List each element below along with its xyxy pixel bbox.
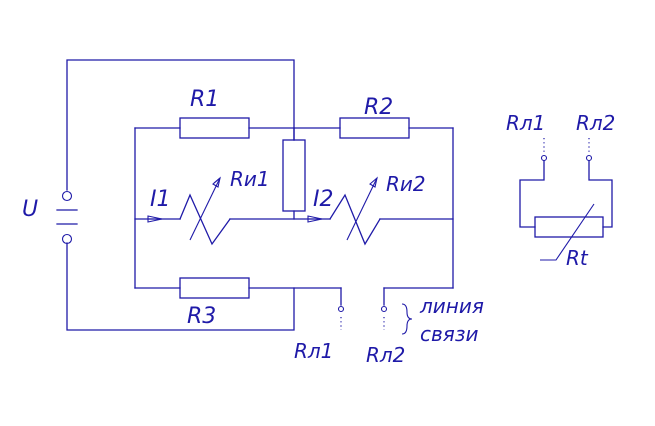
line-caption-word1: линия	[419, 294, 484, 318]
line-caption-word2: связи	[420, 322, 478, 346]
rl1-right-label: Rл1	[506, 111, 545, 135]
line-brace	[401, 303, 413, 335]
resistor-r3	[179, 277, 250, 299]
resistor-r1	[179, 117, 250, 139]
ru2-label: Rи2	[386, 172, 426, 196]
ru1-label: Rи1	[230, 167, 270, 191]
voltage-label: U	[22, 197, 38, 222]
i1-label: I1	[150, 187, 171, 212]
voltage-source	[56, 59, 295, 331]
rl1-bottom-label: Rл1	[294, 339, 333, 363]
sensor-ru2	[329, 176, 381, 246]
terminal-rl2	[380, 305, 388, 330]
rt-label: Rt	[566, 246, 589, 270]
current-arrow-i2	[307, 215, 323, 223]
resistor-center	[282, 139, 306, 212]
r3-label: R3	[187, 304, 216, 329]
current-arrow-i1	[147, 215, 163, 223]
sensor-ru1	[179, 176, 231, 246]
terminal-rl1	[337, 305, 345, 330]
i2-label: I2	[313, 187, 334, 212]
rl2-right-label: Rл2	[576, 111, 615, 135]
resistor-r2	[339, 117, 410, 139]
r2-label: R2	[364, 95, 393, 120]
thermistor-rt	[519, 138, 613, 261]
r1-label: R1	[190, 87, 219, 112]
rl2-bottom-label: Rл2	[366, 343, 405, 367]
